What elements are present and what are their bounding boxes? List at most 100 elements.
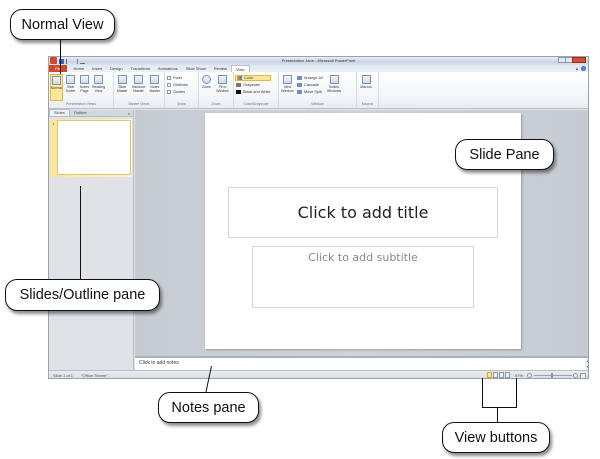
handout-master-icon — [134, 75, 143, 84]
callout-slide-pane: Slide Pane — [455, 139, 554, 170]
tab-animations[interactable]: Animations — [158, 66, 178, 71]
minimize-ribbon-icon[interactable]: ▲ — [575, 65, 579, 71]
macros-button[interactable]: Macros — [358, 74, 374, 101]
fit-slide-icon[interactable] — [580, 373, 586, 378]
tab-home[interactable]: Home — [73, 66, 85, 71]
normal-view-button[interactable]: Normal — [50, 74, 63, 101]
fit-to-window-icon — [218, 75, 227, 84]
slide-number: 1 — [52, 121, 55, 126]
cascade-button[interactable]: Cascade — [296, 82, 324, 88]
tab-slide-show[interactable]: Slide Show — [185, 66, 206, 71]
window-controls — [558, 57, 586, 63]
notes-placeholder[interactable]: Click to add notes — [139, 360, 179, 366]
subtitle-placeholder[interactable]: Click to add subtitle — [252, 246, 474, 308]
notes-scrollbar[interactable]: ▲▼ — [585, 358, 589, 370]
grayscale-button[interactable]: Grayscale — [235, 82, 271, 88]
tab-file[interactable]: File — [49, 65, 68, 72]
close-pane-icon[interactable]: x — [128, 111, 130, 116]
move-split-icon — [297, 90, 302, 94]
new-window-icon — [283, 75, 292, 84]
zoom-slider-thumb[interactable] — [551, 373, 553, 378]
powerpoint-app-icon[interactable] — [50, 57, 57, 64]
checkbox-icon — [167, 90, 171, 94]
switch-windows-button[interactable]: Switch Windows — [326, 74, 343, 101]
notes-page-button[interactable]: Notes Page — [78, 74, 91, 101]
group-master-views: Slide Master Handout Master Notes Master… — [114, 72, 165, 108]
title-placeholder[interactable]: Click to add title — [228, 187, 498, 238]
slide-sorter-status-button[interactable] — [493, 372, 498, 378]
notes-master-button[interactable]: Notes Master — [148, 74, 162, 101]
arrange-all-icon — [297, 76, 302, 80]
view-buttons — [487, 372, 510, 378]
zoom-in-icon[interactable] — [573, 373, 578, 378]
zoom-level[interactable]: 67% — [515, 373, 524, 378]
group-label: Zoom — [211, 102, 221, 106]
callout-slides-outline-pane: Slides/Outline pane — [5, 279, 160, 311]
ruler-checkbox[interactable]: Ruler — [166, 75, 189, 81]
tab-outline[interactable]: Outline — [73, 110, 87, 115]
checkbox-icon — [167, 76, 171, 80]
tab-design[interactable]: Design — [110, 66, 123, 71]
close-button[interactable] — [572, 57, 586, 63]
view-buttons-leader-left — [482, 378, 484, 408]
slide-thumbnail-row[interactable]: 1 — [50, 119, 132, 177]
grayscale-icon — [236, 83, 241, 87]
color-button[interactable]: Color — [235, 75, 272, 81]
undo-icon[interactable] — [66, 58, 71, 64]
group-label: Window — [311, 102, 324, 106]
theme-name[interactable]: "Office Theme" — [81, 373, 108, 378]
normal-view-leader — [60, 38, 62, 74]
reading-view-status-button[interactable] — [499, 372, 504, 378]
help-icon[interactable]: ? — [581, 66, 586, 71]
callout-normal-view: Normal View — [10, 9, 115, 40]
handout-master-button[interactable]: Handout Master — [130, 74, 146, 101]
customize-icon[interactable] — [80, 59, 85, 64]
slide-show-status-button[interactable] — [505, 372, 510, 378]
gridlines-checkbox[interactable]: Gridlines — [166, 82, 189, 88]
normal-view-status-button[interactable] — [487, 372, 492, 378]
help-area: ▲ ? — [575, 66, 586, 71]
ribbon-tabs: File Home Insert Design Transitions Anim… — [49, 65, 588, 72]
group-label: Show — [177, 102, 186, 106]
slide-sorter-button[interactable]: Slide Sorter — [64, 74, 77, 101]
view-buttons-leader-bar — [482, 407, 517, 409]
switch-windows-icon — [329, 75, 339, 84]
tab-insert[interactable]: Insert — [92, 66, 103, 71]
group-presentation-views: Normal Slide Sorter Notes Page Reading V… — [49, 72, 114, 108]
tab-slides[interactable]: Slides — [49, 109, 70, 116]
tab-transitions[interactable]: Transitions — [130, 66, 151, 71]
reading-view-button[interactable]: Reading View — [92, 74, 105, 101]
group-label: Macros — [361, 102, 374, 106]
group-label: Master Views — [128, 102, 150, 106]
view-buttons-leader-right — [516, 378, 518, 408]
black-white-icon — [236, 90, 241, 94]
view-buttons-leader-stem — [497, 407, 499, 423]
redo-icon[interactable] — [73, 58, 78, 64]
ribbon: Normal Slide Sorter Notes Page Reading V… — [49, 72, 588, 109]
tab-review[interactable]: Review — [213, 66, 227, 71]
zoom-button[interactable]: Zoom — [200, 74, 213, 101]
tab-view[interactable]: View — [230, 65, 250, 72]
macros-icon — [361, 75, 371, 84]
callout-notes-pane: Notes pane — [158, 392, 259, 423]
group-show: Ruler Gridlines Guides Show — [165, 72, 199, 108]
notes-pane[interactable]: Click to add notes ▲▼ — [135, 356, 589, 370]
normal-view-icon — [52, 76, 61, 85]
slides-outline-pane: Slides Outline x 1 — [49, 109, 134, 370]
slide-thumbnail[interactable] — [57, 120, 131, 175]
magnifier-icon — [202, 75, 211, 84]
fit-to-window-button[interactable]: Fit to Window — [214, 74, 231, 101]
zoom-slider[interactable] — [534, 375, 572, 376]
zoom-out-icon[interactable] — [527, 373, 532, 378]
slide-master-button[interactable]: Slide Master — [115, 74, 129, 101]
guides-checkbox[interactable]: Guides — [166, 89, 189, 95]
cascade-icon — [297, 83, 302, 87]
black-and-white-button[interactable]: Black and White — [235, 89, 271, 95]
window-title: Presentation Jane - Microsoft PowerPoint — [281, 58, 356, 63]
move-split-button[interactable]: Move Split — [296, 89, 324, 95]
save-icon[interactable] — [59, 58, 64, 64]
new-window-button[interactable]: New Window — [280, 74, 295, 101]
notes-page-icon — [80, 75, 89, 84]
arrange-all-button[interactable]: Arrange All — [296, 75, 324, 81]
slides-outline-leader — [80, 186, 82, 282]
